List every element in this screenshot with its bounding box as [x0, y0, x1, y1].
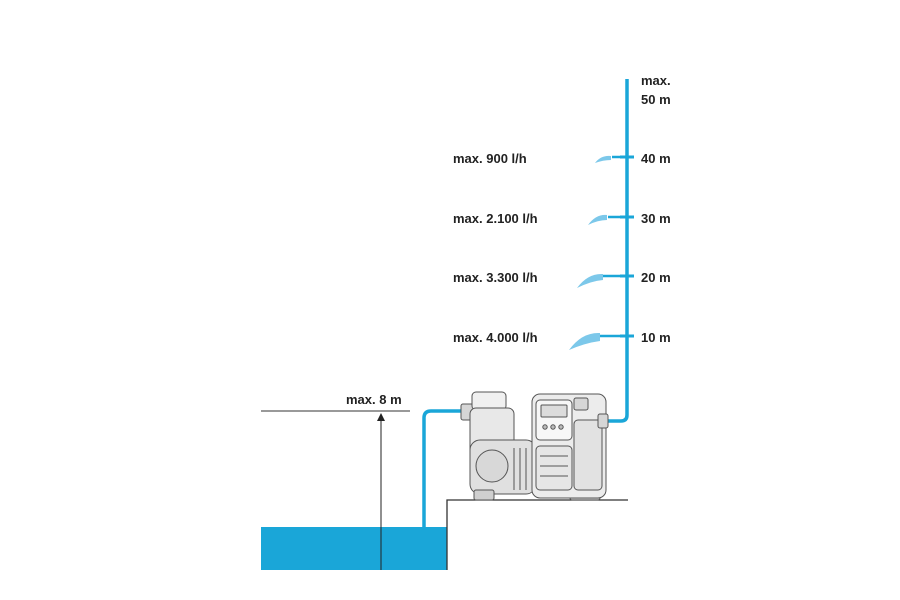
reservoir-water [261, 527, 447, 570]
outlet-flow-label: max. 4.000 l/h [453, 330, 538, 345]
panel-button [558, 424, 564, 430]
outlet-flow-label: max. 3.300 l/h [453, 270, 538, 285]
pump-unit [460, 391, 609, 501]
riser-max-label: max. [641, 73, 671, 88]
pump-motor-end [475, 449, 509, 483]
discharge-riser-pipe [605, 79, 629, 423]
outlet-height-label: 40 m [641, 151, 671, 166]
outlet-height-label: 10 m [641, 330, 671, 345]
suction-height-label: max. 8 m [346, 392, 402, 407]
pump-outlet-connector [573, 397, 589, 411]
pump-foot [473, 489, 495, 501]
pump-outlet-connector-side [597, 413, 609, 429]
water-jet [588, 214, 607, 225]
outlet-10m: 10 m max. 4.000 l/h [453, 330, 671, 350]
outlet-flow-label: max. 900 l/h [453, 151, 527, 166]
ground-step-outline [446, 499, 628, 570]
outlet-20m: 20 m max. 3.300 l/h [453, 270, 671, 288]
suction-height-arrow-head [377, 413, 385, 421]
panel-button [550, 424, 556, 430]
pump-side-panel [573, 419, 603, 491]
pump-display [540, 404, 568, 418]
pump-front-grille [535, 445, 573, 491]
outlet-flow-label: max. 2.100 l/h [453, 211, 538, 226]
outlet-height-label: 20 m [641, 270, 671, 285]
water-jet [595, 155, 611, 163]
panel-button [542, 424, 548, 430]
outlet-30m: 30 m max. 2.100 l/h [453, 211, 671, 226]
pump-filter-cap [471, 391, 507, 411]
riser-max-height-label: 50 m [641, 92, 671, 107]
outlet-height-label: 30 m [641, 211, 671, 226]
suction-pipe [422, 409, 462, 528]
water-jet [577, 273, 603, 288]
outlet-40m: 40 m max. 900 l/h [453, 151, 671, 166]
water-jet [569, 332, 600, 350]
